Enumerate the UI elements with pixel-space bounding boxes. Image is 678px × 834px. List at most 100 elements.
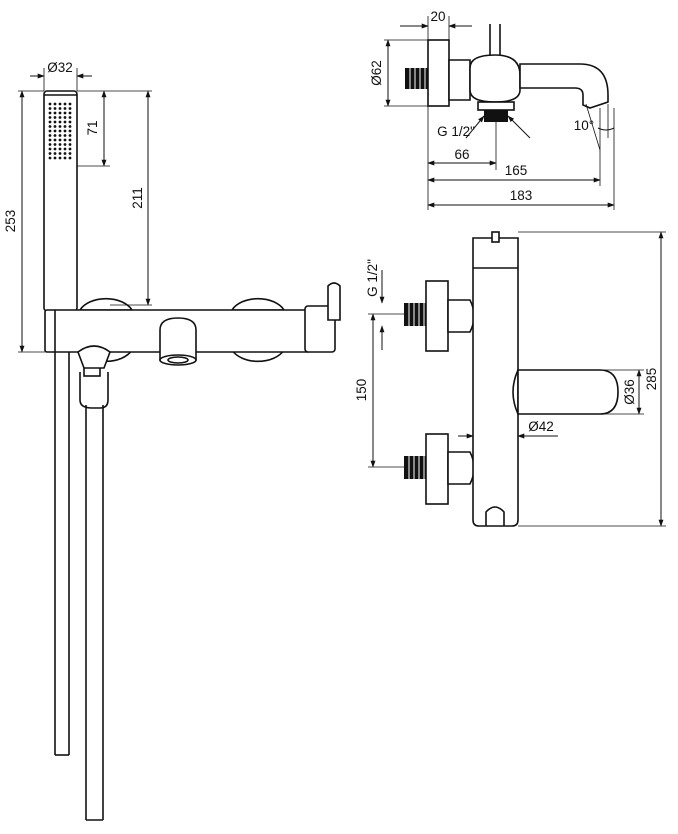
nozzle-dot xyxy=(63,152,67,155)
nozzle-dot xyxy=(58,147,62,151)
nozzle-dot xyxy=(58,138,62,142)
nozzle-dot xyxy=(68,152,72,155)
nozzle-dot xyxy=(63,156,67,160)
nozzle-dot xyxy=(63,116,67,119)
nozzle-dot xyxy=(48,116,52,119)
nozzle-dot xyxy=(53,143,57,146)
nozzle-dot xyxy=(53,147,57,151)
nozzle-dot xyxy=(63,147,67,151)
nozzle-dot xyxy=(63,102,67,106)
nozzle-dot xyxy=(63,120,67,124)
hand-shower xyxy=(43,90,78,312)
nozzle-dot xyxy=(48,120,52,124)
front-view xyxy=(43,90,341,821)
nozzle-dot xyxy=(48,125,52,128)
dim-holder-height: 211 xyxy=(130,187,145,209)
dim-total-height: 253 xyxy=(3,210,18,233)
nozzle-dot xyxy=(58,156,62,160)
dim-spout-reach: 165 xyxy=(505,163,528,178)
side-inlet-knurl xyxy=(405,68,428,89)
nozzle-dot xyxy=(48,107,52,110)
nozzle-dot xyxy=(53,138,57,142)
side-body xyxy=(469,54,521,103)
nozzle-dot xyxy=(58,143,62,146)
nozzle-dot xyxy=(68,116,72,119)
nozzle-dot xyxy=(48,129,52,133)
nozzle-dot xyxy=(68,156,72,160)
nozzle-dot xyxy=(63,125,67,128)
dim-spray-height: 71 xyxy=(85,120,100,135)
nozzle-dot xyxy=(63,129,67,133)
dim-total-depth: 183 xyxy=(510,188,533,203)
nozzle-dot xyxy=(68,134,72,137)
nozzle-dot xyxy=(63,134,67,137)
top-dimensions: 150 G 1/2" Ø36 Ø42 285 xyxy=(354,231,666,527)
nozzle-dot xyxy=(53,125,57,128)
nozzle-dot xyxy=(48,102,52,106)
nozzle-dot xyxy=(68,147,72,151)
nozzle-dot xyxy=(58,102,62,106)
top-spout xyxy=(517,369,619,415)
top-flange-upper xyxy=(425,280,449,352)
nozzle-dot xyxy=(48,152,52,155)
dim-head-diameter: Ø32 xyxy=(47,60,73,75)
top-flange-lower xyxy=(425,433,449,505)
dim-flange-depth: 20 xyxy=(430,9,445,24)
nozzle-dot xyxy=(68,138,72,142)
nozzle-dot xyxy=(53,152,57,155)
nozzle-dot xyxy=(58,125,62,128)
nozzle-dot xyxy=(48,143,52,146)
nozzle-dot xyxy=(58,107,62,110)
nozzle-dot xyxy=(68,125,72,128)
dim-spout-diameter: Ø36 xyxy=(622,379,637,405)
nozzle-dot xyxy=(58,134,62,137)
nozzle-dot xyxy=(58,152,62,155)
spray-nozzles xyxy=(48,102,72,160)
nozzle-dot xyxy=(68,102,72,106)
nozzle-dot xyxy=(58,120,62,124)
nozzle-dot xyxy=(48,134,52,137)
dim-body-diameter: Ø42 xyxy=(528,419,554,434)
dim-flange-diameter: Ø62 xyxy=(369,60,384,86)
nozzle-dot xyxy=(48,156,52,160)
nozzle-dot xyxy=(58,111,62,115)
hose-connector xyxy=(77,345,111,369)
spout-front xyxy=(159,317,197,366)
left-flange xyxy=(78,297,134,311)
mixer-lever xyxy=(304,282,341,353)
right-flange xyxy=(230,297,286,311)
dim-spout-angle: 10° xyxy=(574,118,594,133)
dim-top-thread: G 1/2" xyxy=(365,259,380,297)
dim-side-thread: G 1/2" xyxy=(437,124,475,139)
nozzle-dot xyxy=(63,138,67,142)
nozzle-dot xyxy=(53,120,57,124)
nozzle-dot xyxy=(68,120,72,124)
side-view xyxy=(405,24,609,122)
nozzle-dot xyxy=(68,143,72,146)
nozzle-dot xyxy=(48,147,52,151)
nozzle-dot xyxy=(53,116,57,119)
top-body xyxy=(472,237,519,527)
side-flange xyxy=(427,39,450,107)
nozzle-dot xyxy=(53,134,57,137)
nozzle-dot xyxy=(58,116,62,119)
dim-total-length: 285 xyxy=(644,368,659,391)
dim-inlet-offset: 66 xyxy=(454,147,469,162)
nozzle-dot xyxy=(53,107,57,110)
nozzle-dot xyxy=(58,129,62,133)
nozzle-dot xyxy=(48,138,52,142)
nozzle-dot xyxy=(68,107,72,110)
side-spout xyxy=(519,63,609,109)
nozzle-dot xyxy=(63,143,67,146)
nozzle-dot xyxy=(63,111,67,115)
top-view xyxy=(404,231,619,527)
nozzle-dot xyxy=(53,129,57,133)
dim-inlet-spacing: 150 xyxy=(354,379,369,402)
nozzle-dot xyxy=(53,102,57,106)
nozzle-dot xyxy=(48,111,52,115)
nozzle-dot xyxy=(53,111,57,115)
nozzle-dot xyxy=(53,156,57,160)
nozzle-dot xyxy=(63,107,67,110)
nozzle-dot xyxy=(68,129,72,133)
